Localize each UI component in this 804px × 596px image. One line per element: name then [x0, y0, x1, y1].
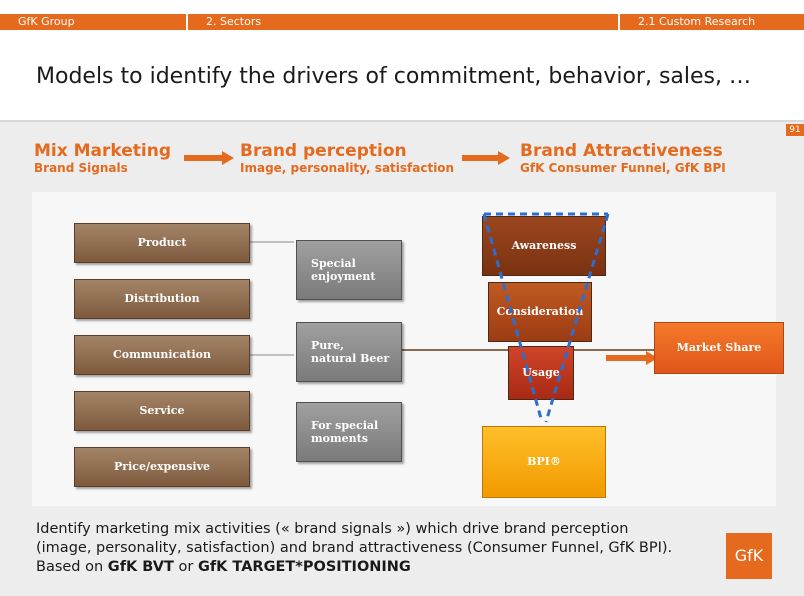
perception-line: Pure,: [311, 339, 344, 352]
arrow-right-icon: [462, 151, 510, 165]
perception-line: Special: [311, 257, 356, 270]
funnel-consideration: Consideration: [488, 282, 592, 342]
column-brand-attractiveness: Brand Attractiveness GfK Consumer Funnel…: [520, 141, 726, 176]
perception-line: natural Beer: [311, 352, 390, 365]
mix-item-product: Product: [74, 223, 250, 263]
perception-line: moments: [311, 432, 368, 445]
perception-item-natural-beer: Pure, natural Beer: [296, 322, 402, 382]
footer-text: Identify marketing mix activities (« bra…: [36, 520, 686, 577]
perception-item-special-enjoyment: Special enjoyment: [296, 240, 402, 300]
header-tab-sectors: 2. Sectors: [188, 14, 618, 30]
footer-text-part: or: [173, 559, 198, 575]
perception-line: enjoyment: [311, 270, 376, 283]
funnel-bpi: BPI®: [482, 426, 606, 498]
column-title: Brand Attractiveness: [520, 141, 723, 161]
footer-bold-bvt: GfK BVT: [107, 559, 174, 575]
header-tab-custom-research: 2.1 Custom Research: [620, 14, 804, 30]
footer-text-part: Identify marketing mix activities (« bra…: [36, 521, 673, 575]
page-number: 91: [786, 124, 804, 136]
divider: [0, 120, 804, 122]
market-share-box: Market Share: [654, 322, 784, 374]
mix-item-service: Service: [74, 391, 250, 431]
mix-item-communication: Communication: [74, 335, 250, 375]
arrow-right-icon: [606, 351, 658, 365]
column-title: Brand perception: [240, 141, 407, 161]
footer-bold-target: GfK TARGET*POSITIONING: [197, 559, 411, 575]
column-mix-marketing: Mix Marketing Brand Signals: [34, 141, 171, 176]
column-subtitle: Image, personality, satisfaction: [240, 161, 455, 175]
gfk-logo: GfK: [726, 533, 772, 579]
top-bar: GfK Group 2. Sectors 2.1 Custom Research: [0, 0, 804, 30]
perception-line: For special: [311, 419, 379, 432]
arrow-right-icon: [184, 151, 234, 165]
funnel-usage: Usage: [508, 346, 574, 400]
column-subtitle: GfK Consumer Funnel, GfK BPI: [520, 161, 726, 175]
header-tab-gfk-group: GfK Group: [0, 14, 186, 30]
funnel-outline: [482, 212, 610, 423]
funnel-awareness: Awareness: [482, 216, 606, 276]
column-title: Mix Marketing: [34, 141, 172, 161]
column-subtitle: Brand Signals: [34, 161, 128, 175]
mix-item-price: Price/expensive: [74, 447, 250, 487]
slide-title: Models to identify the drivers of commit…: [36, 64, 751, 89]
column-brand-perception: Brand perception Image, personality, sat…: [240, 141, 454, 176]
mix-item-distribution: Distribution: [74, 279, 250, 319]
perception-item-special-moments: For special moments: [296, 402, 402, 462]
